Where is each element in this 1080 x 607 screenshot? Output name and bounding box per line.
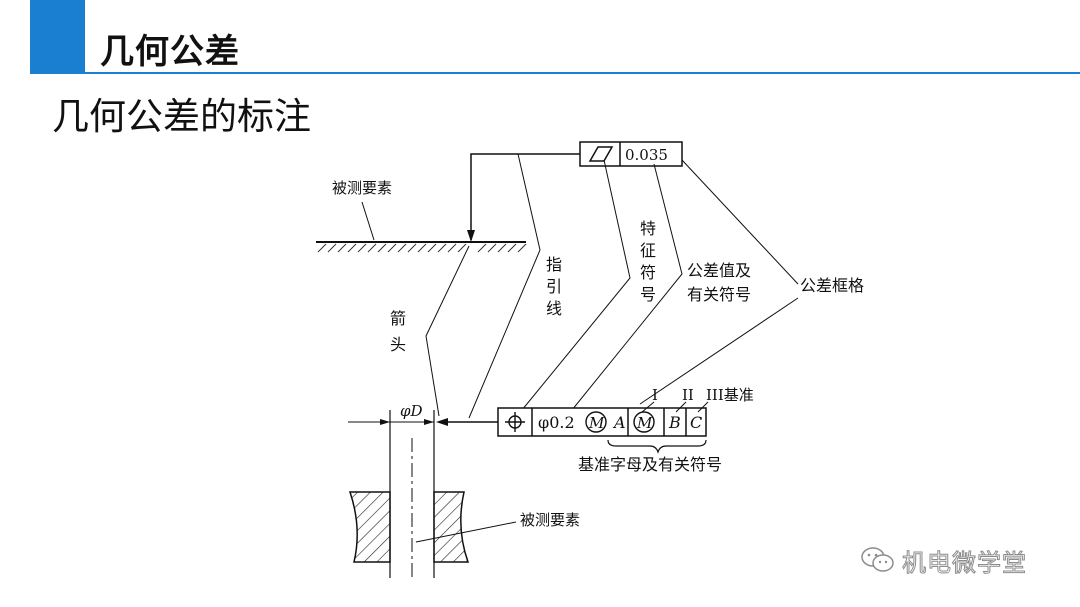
label-leader-2: 引 [546,277,562,296]
label-datum-2: II [682,386,694,404]
label-datum-1: I [652,386,658,404]
label-arrow-2: 头 [390,335,406,354]
tolerance-diagram-panel: 0.035 被测要素 箭 头 指 引 线 特 征 符 号 公差值及 有关符号 公… [304,138,885,578]
label-measured-bottom-pointer [415,521,517,543]
modifier-m-2: M [636,414,653,432]
label-leader-3: 线 [546,299,562,318]
label-measured-feature-top: 被测要素 [332,179,392,197]
watermark-text: 机电微学堂 [902,548,1027,577]
label-measured-feature-bottom: 被测要素 [520,511,580,529]
section-right-hatch [433,491,470,563]
bottom-frame-value: φ0.2 [538,413,575,432]
label-datum-3: III基准 [706,386,754,404]
label-feature-symbol-3: 符 [640,263,656,282]
modifier-circle-1 [585,411,607,433]
label-arrow-1: 箭 [390,309,406,328]
datum-letter-a: A [612,413,626,432]
header-divider [85,72,1080,74]
page-header-title: 几何公差 [100,32,240,72]
label-datum-letters: 基准字母及有关符号 [578,455,722,474]
label-tol-frame: 公差框格 [800,276,864,295]
label-tol-value-1: 公差值及 [687,261,751,280]
label-tol-value-2: 有关符号 [687,285,751,304]
datum-letter-c: C [690,413,702,432]
label-measured-top-pointer [361,201,375,241]
modifier-m-1: M [588,414,605,432]
tol-value-pointer [571,163,683,411]
top-tolerance-frame [579,141,683,167]
tol-frame-pointer-top [681,159,799,285]
modifier-circle-2 [633,411,655,433]
top-leader-line [470,153,580,240]
label-leader-1: 指 [546,255,562,274]
surface-hatch [317,243,527,253]
top-leader-arrow [467,230,475,242]
label-feature-symbol-4: 号 [640,285,656,304]
label-feature-symbol-1: 特 [640,219,656,238]
top-frame-value: 0.035 [625,146,668,164]
datum-brace [607,439,707,454]
arrow-label-pointer [425,245,470,417]
tol-frame-pointer-bottom [639,297,799,405]
datum-letter-b: B [668,413,681,432]
position-symbol-icon [505,412,525,432]
tolerance-diagram: 0.035 被测要素 箭 头 指 引 线 特 征 符 号 公差值及 有关符号 公… [316,141,864,578]
page-subtitle: 几何公差的标注 [52,95,311,138]
label-feature-symbol-2: 征 [640,241,656,260]
leader-label-pointer [468,153,541,419]
label-diameter: φD [400,402,423,420]
header-accent-block [30,0,85,74]
section-left-hatch [348,491,391,563]
flatness-symbol-icon [588,146,614,162]
watermark: 机电微学堂 [860,540,1027,580]
wechat-icon [861,547,894,572]
feature-symbol-pointer [521,159,631,411]
bottom-leader-arrow [436,418,448,426]
